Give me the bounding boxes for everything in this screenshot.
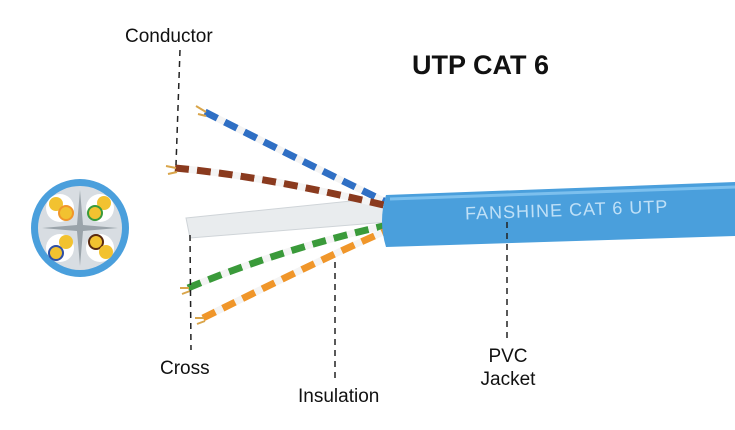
- diagram-title: UTP CAT 6: [412, 50, 550, 80]
- blue-pair: [203, 108, 390, 207]
- cable-cross-section: [31, 179, 129, 277]
- green-pair: [186, 221, 389, 292]
- label-insulation: Insulation: [298, 386, 380, 407]
- label-jacket: Jacket: [480, 369, 536, 390]
- label-conductor: Conductor: [125, 26, 213, 47]
- leader-lines: [175, 49, 508, 378]
- pvc-jacket: [382, 182, 735, 247]
- brown-pair: [174, 164, 389, 210]
- copper-tips: [165, 105, 207, 325]
- orange-pair: [201, 226, 390, 322]
- label-pvc: PVC: [488, 346, 528, 367]
- label-cross: Cross: [160, 358, 210, 379]
- label-pvc-jacket: PVC Jacket: [476, 345, 540, 391]
